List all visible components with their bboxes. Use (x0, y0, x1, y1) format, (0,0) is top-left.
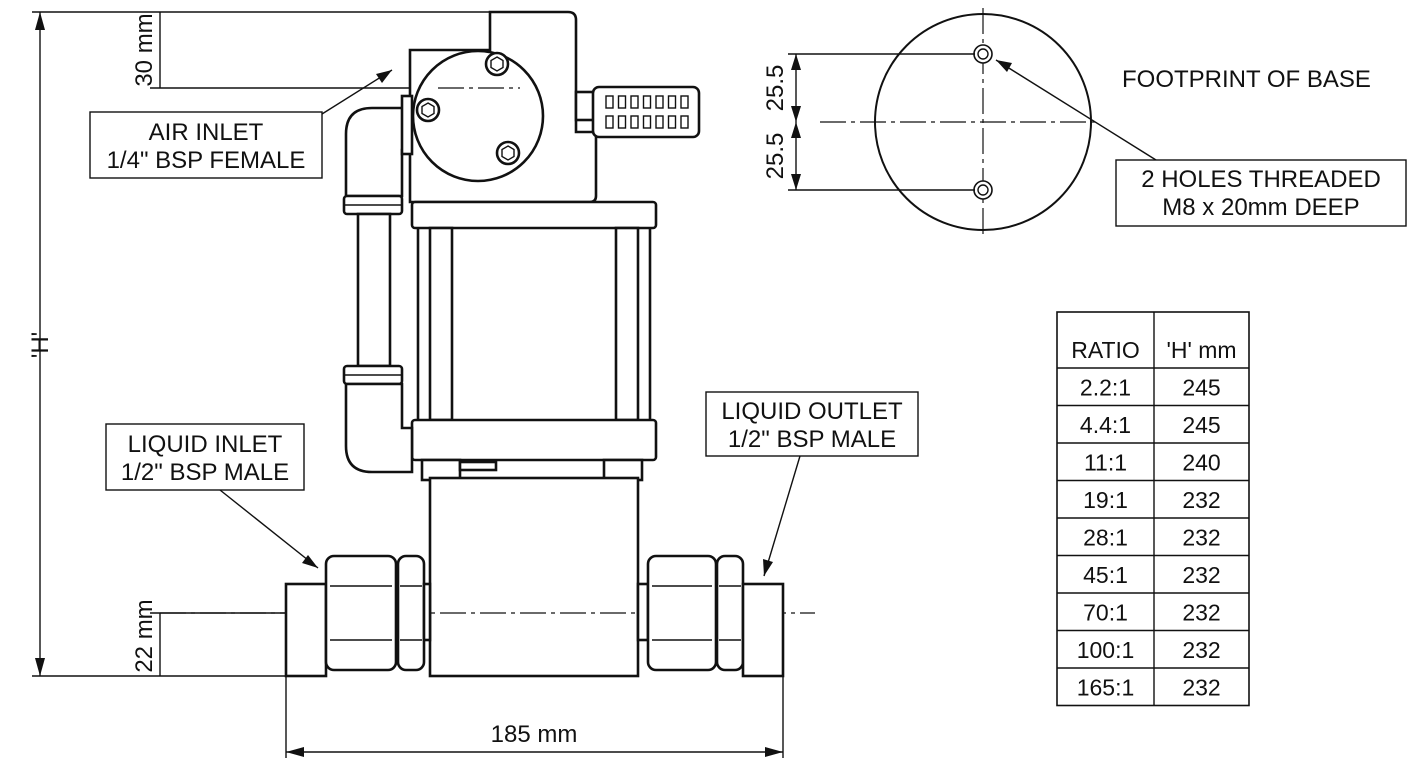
table-header: 'H' mm (1166, 337, 1236, 363)
hex-socket-icon (501, 145, 515, 161)
table-cell-ratio: 165:1 (1077, 675, 1135, 701)
table-cell-height: 232 (1182, 487, 1220, 513)
hole-top (973, 44, 993, 64)
liquid-inlet-callout (105, 423, 305, 491)
holes-line2: M8 x 20mm DEEP (1162, 194, 1359, 221)
plate-spacer (458, 460, 498, 472)
hole-spacing-top: 25.5 (762, 65, 789, 112)
cap-screw-left (415, 97, 441, 123)
liquid-inlet-line2: 1/2" BSP MALE (121, 459, 289, 486)
cap-screw-bottom (495, 140, 521, 166)
air-inlet-line1: AIR INLET (149, 119, 264, 146)
lower-elbow (344, 382, 414, 474)
table-cell-ratio: 2.2:1 (1080, 375, 1131, 401)
cap-screw-top (484, 51, 510, 77)
bottom-plate (410, 418, 658, 462)
tie-rod-right (614, 226, 640, 422)
width-label: 185 mm (491, 721, 578, 748)
height-dimension (32, 11, 490, 677)
inlet-hex-large (324, 554, 398, 672)
table-cell-ratio: 45:1 (1083, 562, 1128, 588)
pump-block (428, 476, 640, 678)
height-label: 'H' (27, 332, 54, 359)
inlet-pipe (284, 582, 328, 678)
table-cell-height: 232 (1182, 637, 1220, 663)
liquid-outlet-line1: LIQUID OUTLET (721, 398, 903, 425)
table-cell-ratio: 11:1 (1084, 450, 1127, 476)
silencer (591, 85, 701, 139)
table-cell-height: 245 (1182, 375, 1220, 401)
liquid-inlet-line1: LIQUID INLET (128, 431, 283, 458)
top-offset-label: 30 mm (131, 13, 158, 86)
liquid-outlet-line2: 1/2" BSP MALE (728, 426, 896, 453)
inlet-collar (422, 582, 432, 642)
air-inlet-callout (89, 111, 323, 179)
tie-rod-left (428, 226, 454, 422)
inlet-hex-small (396, 554, 426, 672)
hole-spacing-bottom: 25.5 (762, 133, 789, 180)
outlet-hex-large (646, 554, 718, 672)
top-offset-dimension (150, 12, 455, 89)
width-dimension (285, 676, 784, 758)
top-plate (410, 200, 658, 230)
table-cell-height: 232 (1182, 675, 1220, 701)
upper-elbow (344, 106, 409, 198)
holes-callout (1115, 159, 1407, 227)
table-cell-height: 232 (1182, 600, 1220, 626)
table-cell-ratio: 19:1 (1083, 487, 1128, 513)
footprint-title: FOOTPRINT OF BASE (1122, 66, 1371, 93)
table-cell-height: 232 (1182, 525, 1220, 551)
outlet-pipe (741, 582, 785, 678)
table-cell-height: 232 (1182, 562, 1220, 588)
outlet-hex-small (715, 554, 745, 672)
tube (356, 212, 392, 368)
table-cell-height: 245 (1182, 412, 1220, 438)
table-cell-height: 240 (1182, 450, 1220, 476)
hex-socket-icon (421, 102, 435, 118)
silencer-slots (605, 95, 689, 129)
hex-socket-icon (490, 56, 504, 72)
ratio-table: RATIO 'H' mm 2.2:1 245 4.4:1 245 11:1 240 19:1 23… (1056, 311, 1250, 707)
table-cell-ratio: 100:1 (1077, 637, 1135, 663)
holes-line1: 2 HOLES THREADED (1141, 166, 1381, 193)
outlet-collar (636, 582, 650, 642)
hole-bottom (973, 180, 993, 200)
table-cell-ratio: 28:1 (1083, 525, 1128, 551)
bottom-offset-label: 22 mm (131, 599, 158, 672)
table-header: RATIO (1071, 337, 1140, 363)
elbow-stub (400, 94, 414, 156)
liquid-outlet-callout (705, 391, 919, 457)
air-inlet-line2: 1/4" BSP FEMALE (107, 147, 306, 174)
table-cell-ratio: 4.4:1 (1080, 412, 1131, 438)
table-cell-ratio: 70:1 (1083, 600, 1128, 626)
